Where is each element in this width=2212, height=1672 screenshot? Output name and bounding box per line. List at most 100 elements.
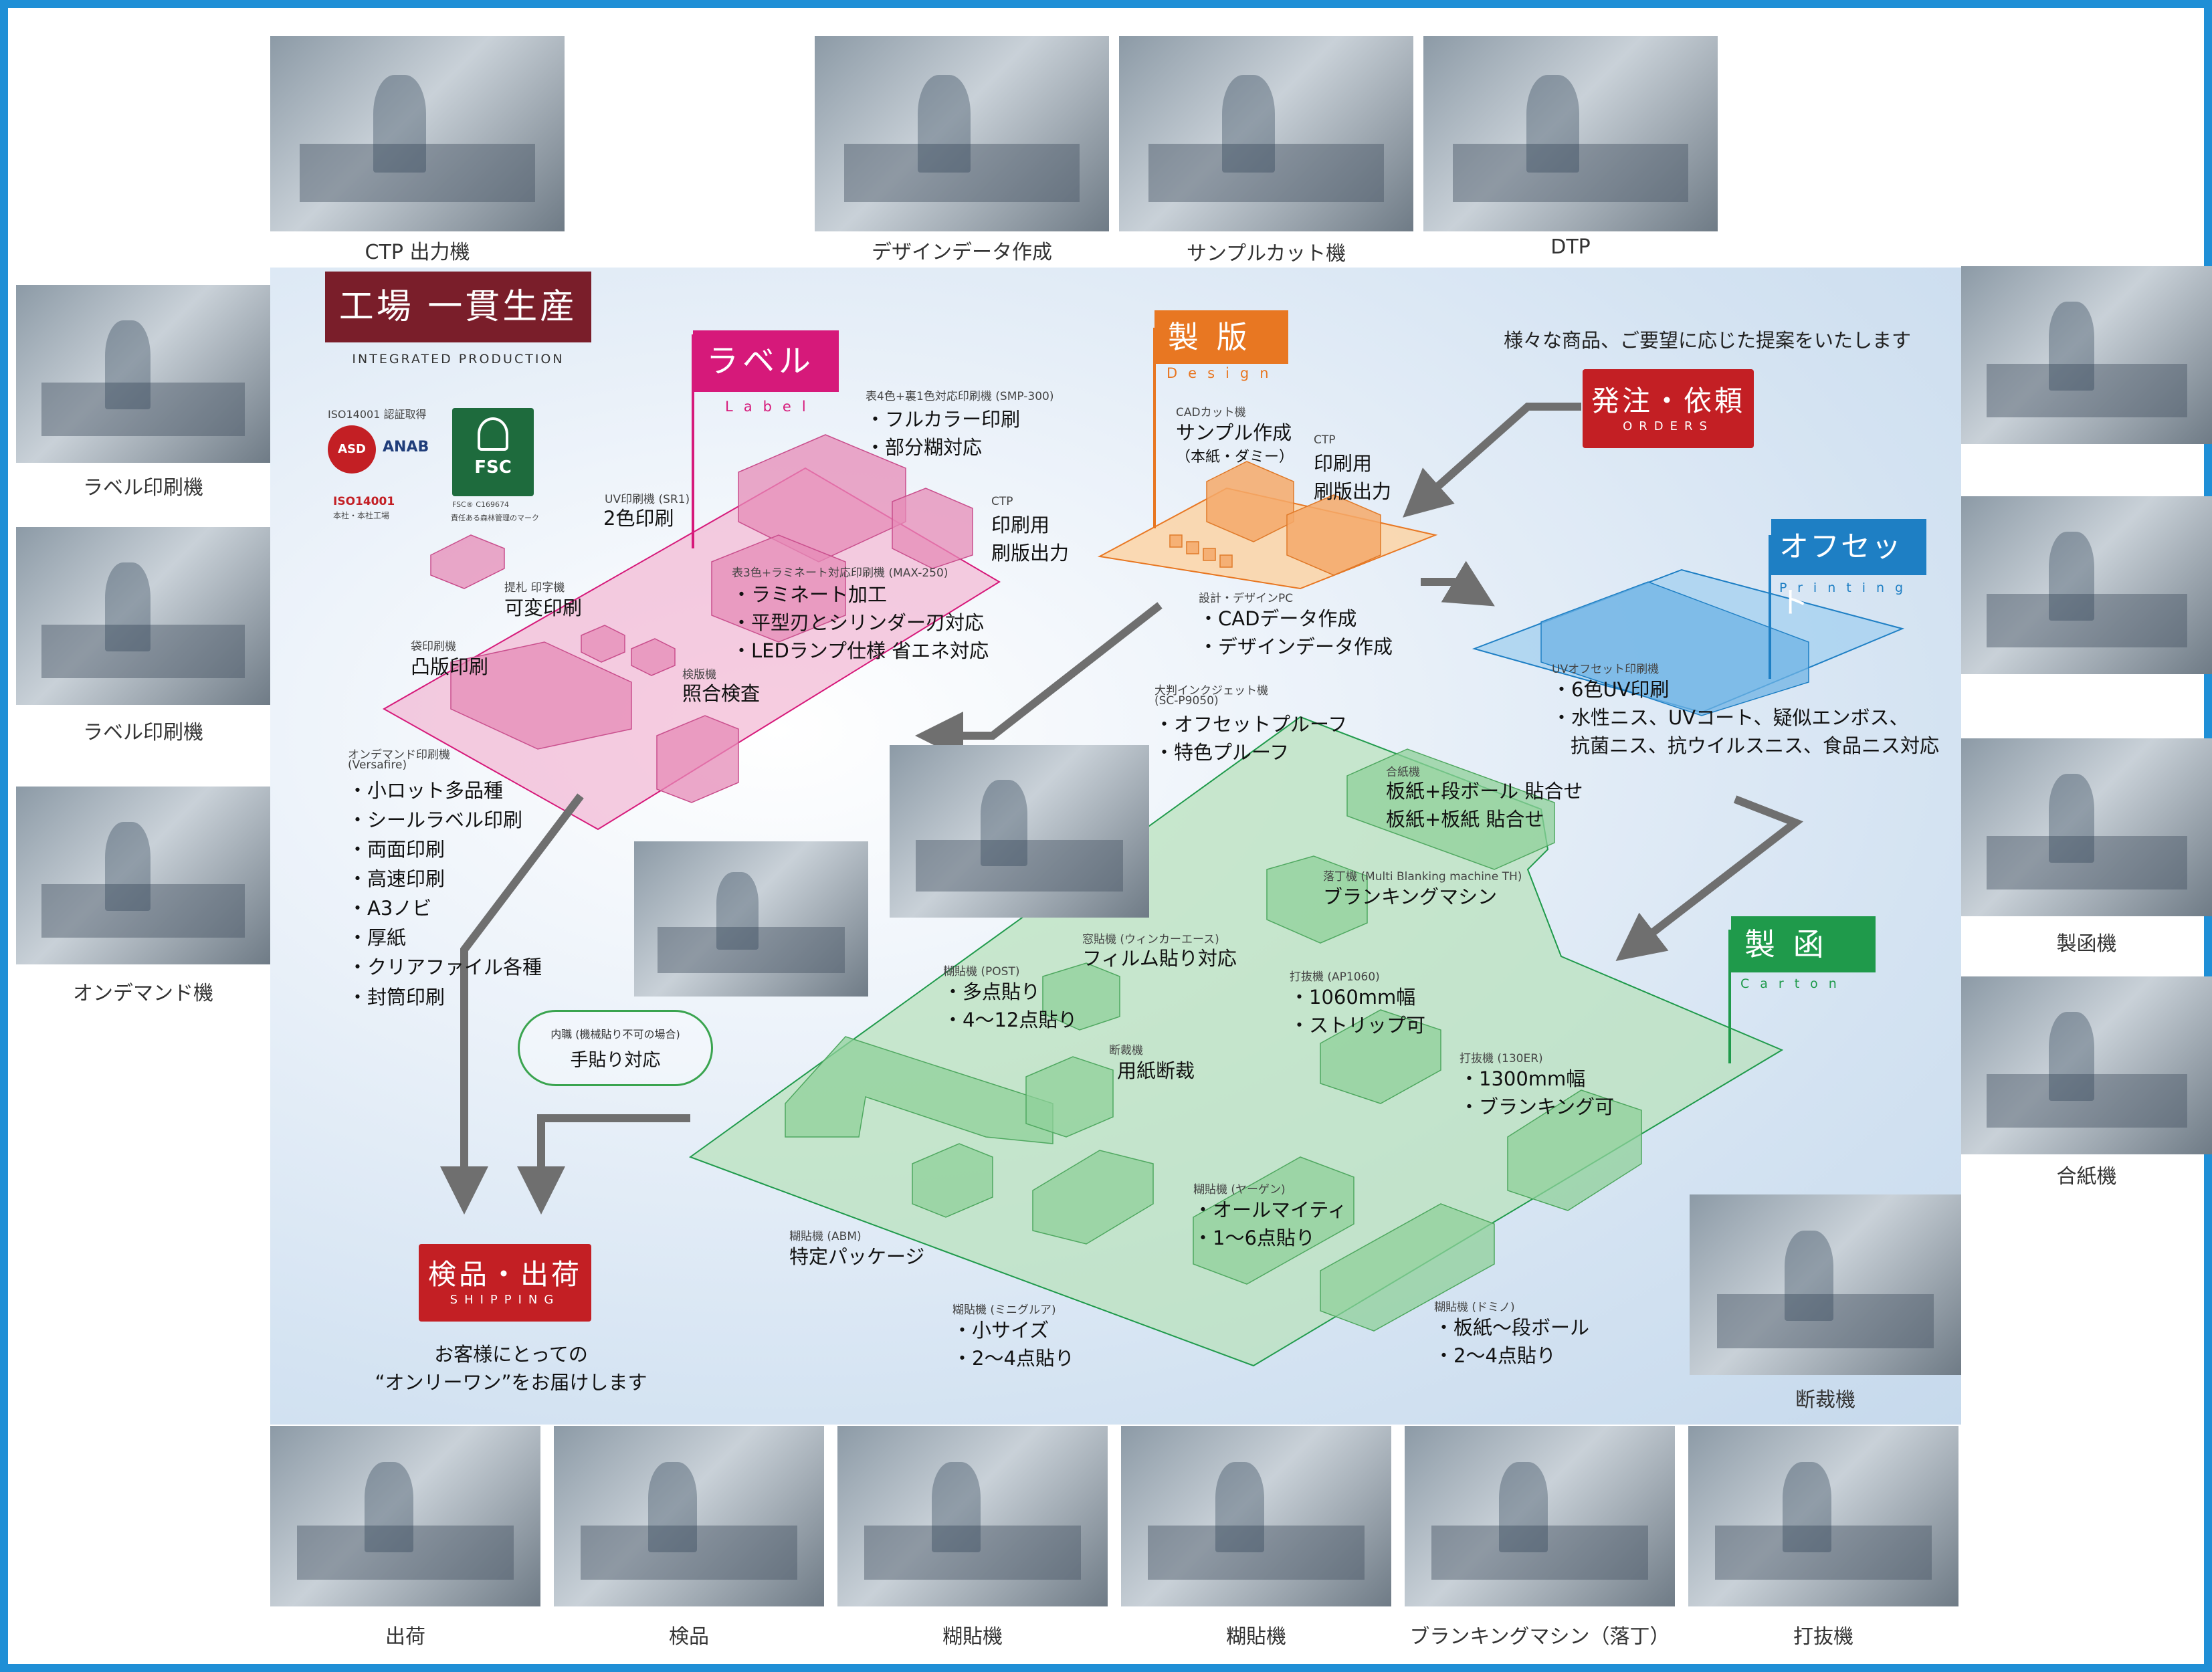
- photo-ondemand: [16, 787, 270, 964]
- photo-inkjet-inset: [890, 745, 1149, 918]
- feature: サンプル作成: [1176, 421, 1292, 444]
- machine-uv-offset: [1540, 581, 1809, 716]
- uvsr1-name: UV印刷機 (SR1): [605, 493, 690, 506]
- machine-laminator: [1346, 748, 1555, 870]
- feature: ・ストリップ可: [1290, 1014, 1426, 1037]
- feature: 特定パッケージ: [789, 1245, 925, 1268]
- machine-variable-2: [631, 638, 676, 676]
- photo-caption: 糊貼機: [942, 1625, 1003, 1649]
- yagen-features: ・オールマイティ ・1～6点貼り: [1193, 1196, 1347, 1252]
- machine-130er: [1507, 1089, 1642, 1211]
- feature: ・シールラベル印刷: [348, 809, 523, 832]
- photo-caption: ラベル印刷機: [83, 476, 203, 500]
- max250-name: 表3色+ラミネート対応印刷機 (MAX-250): [732, 566, 948, 580]
- feature: 板紙+板紙 貼合せ: [1386, 808, 1544, 831]
- blanking-name: 落丁機 (Multi Blanking machine TH): [1323, 870, 1522, 883]
- photo-caption: ブランキングマシン（落丁）: [1409, 1625, 1670, 1649]
- laminate-features: 板紙+段ボール 貼合せ 板紙+板紙 貼合せ: [1386, 777, 1583, 833]
- feature: フィルム貼り対応: [1082, 947, 1237, 970]
- fsc-label: FSC: [474, 457, 512, 478]
- orders-badge: 発注・依頼 ORDERS: [1583, 369, 1754, 448]
- offset-section-title: オフセット: [1771, 519, 1926, 620]
- uv-offset-name: UVオフセット印刷機: [1552, 663, 1660, 676]
- feature: ・2～4点貼り: [1434, 1344, 1556, 1368]
- photo-carton-machine: [1961, 738, 2212, 916]
- ctp-label-features: 印刷用 刷版出力: [991, 511, 1069, 567]
- photo-shipping: [270, 1426, 540, 1606]
- shipping-badge: 検品・出荷 SHIPPING: [419, 1244, 591, 1322]
- hand-work-oval: 内職 (機械貼り不可の場合) 手貼り対応: [518, 1010, 713, 1086]
- label-section-title: ラベル: [693, 330, 839, 392]
- photo-caption: 断裁機: [1795, 1388, 1855, 1412]
- machine-cutter: [1025, 1056, 1114, 1138]
- design-section-title: 製 版: [1154, 310, 1288, 364]
- machine-max250: [711, 534, 846, 643]
- iso-sub: 本社・本社工場: [333, 511, 390, 520]
- feature: 用紙断裁: [1117, 1059, 1195, 1082]
- machine-ap1060: [1320, 1009, 1441, 1104]
- arrow-label-to-shipping: [440, 793, 584, 1215]
- pc-unit: [1219, 554, 1233, 568]
- photo-caption: ラベル印刷機: [83, 721, 203, 744]
- shipping-label: 検品・出荷: [427, 1258, 582, 1291]
- fsc-sub: 責任ある森林管理のマーク: [451, 514, 539, 522]
- feature: ・小サイズ: [952, 1319, 1049, 1342]
- feature: ・2～4点貼り: [952, 1347, 1074, 1370]
- photo-gluer-2: [1121, 1426, 1391, 1606]
- cutter-name: 断裁機: [1109, 1044, 1143, 1057]
- feature: ・1300mm幅: [1460, 1067, 1586, 1090]
- carton-pole: [1728, 930, 1731, 1063]
- ctp-label-name: CTP: [991, 495, 1013, 508]
- machine-ctp-design: [1286, 494, 1381, 576]
- pc-unit: [1186, 541, 1199, 554]
- machine-yagen: [1193, 1156, 1354, 1285]
- feature: （本紙・ダミー）: [1176, 449, 1294, 466]
- feature: ・ブランキング可: [1460, 1095, 1615, 1119]
- feature: ・A3ノビ: [348, 897, 432, 920]
- feature: ・両面印刷: [348, 838, 445, 861]
- ctp-design-name: CTP: [1314, 433, 1336, 447]
- zone-floor-diagram: [382, 403, 1905, 1367]
- feature: 板紙+段ボール 貼合せ: [1386, 780, 1583, 803]
- machine-domino: [1320, 1203, 1495, 1332]
- inspect-name: 検版機: [682, 668, 716, 682]
- feature: ブランキングマシン: [1323, 885, 1498, 908]
- feature: ・4～12点貼り: [943, 1009, 1078, 1032]
- machine-blanking: [1266, 855, 1368, 944]
- feature: 2色印刷: [603, 507, 674, 530]
- photo-caption: 出荷: [385, 1625, 425, 1649]
- arrow-orders-to-design: [1403, 403, 1581, 518]
- factory-map-panel: 工場 一貫生産 INTEGRATED PRODUCTION ISO14001 認…: [270, 268, 1961, 1425]
- photo-inspection: [554, 1426, 824, 1606]
- feature: ・1～6点貼り: [1193, 1227, 1315, 1250]
- machine-variable-1: [581, 625, 625, 663]
- feature: ・LEDランプ仕様 省エネ対応: [732, 639, 989, 663]
- feature: ・オフセットプルーフ: [1154, 713, 1348, 736]
- yagen-name: 糊貼機 (ヤーゲン): [1193, 1183, 1286, 1196]
- feature: ・特色プルーフ: [1154, 741, 1290, 764]
- iso-logos: ASD ANAB: [328, 425, 429, 486]
- photo-design-data: [815, 36, 1109, 231]
- photo-caption: CTP 出力機: [365, 241, 470, 264]
- asd-logo: ASD: [328, 425, 376, 474]
- page-subtitle: INTEGRATED PRODUCTION: [352, 352, 565, 367]
- anab-logo: ANAB: [383, 439, 429, 455]
- ap1060-features: ・1060mm幅 ・ストリップ可: [1290, 983, 1425, 1039]
- photo-caption: 検品: [669, 1625, 709, 1649]
- feature: ・部分糊対応: [866, 436, 983, 459]
- feature: ・高速印刷: [348, 867, 445, 891]
- ondemand-features: ・小ロット多品種 ・シールラベル印刷 ・両面印刷 ・高速印刷 ・A3ノビ ・厚紙…: [348, 776, 542, 1012]
- proposal-text: 様々な商品、ご要望に応じた提案をいたします: [1504, 329, 1912, 352]
- max250-features: ・ラミネート加工 ・平型刃とシリンダー刃対応 ・LEDランプ仕様 省エネ対応: [732, 581, 989, 665]
- photo-warehouse: [1961, 496, 2212, 674]
- ondemand-model: (Versafire): [348, 758, 407, 772]
- uvsr1-features: 2色印刷: [603, 504, 674, 532]
- cad-name: CADカット機: [1176, 406, 1246, 419]
- feature: ・平型刃とシリンダー刃対応: [732, 611, 985, 635]
- photo-laminator: [1961, 976, 2212, 1154]
- feature: ・クリアファイル各種: [348, 956, 542, 979]
- inkjet-model: (SC-P9050): [1154, 694, 1219, 708]
- photo-sample-cut: [1119, 36, 1413, 231]
- iso-name: ISO14001: [333, 495, 395, 508]
